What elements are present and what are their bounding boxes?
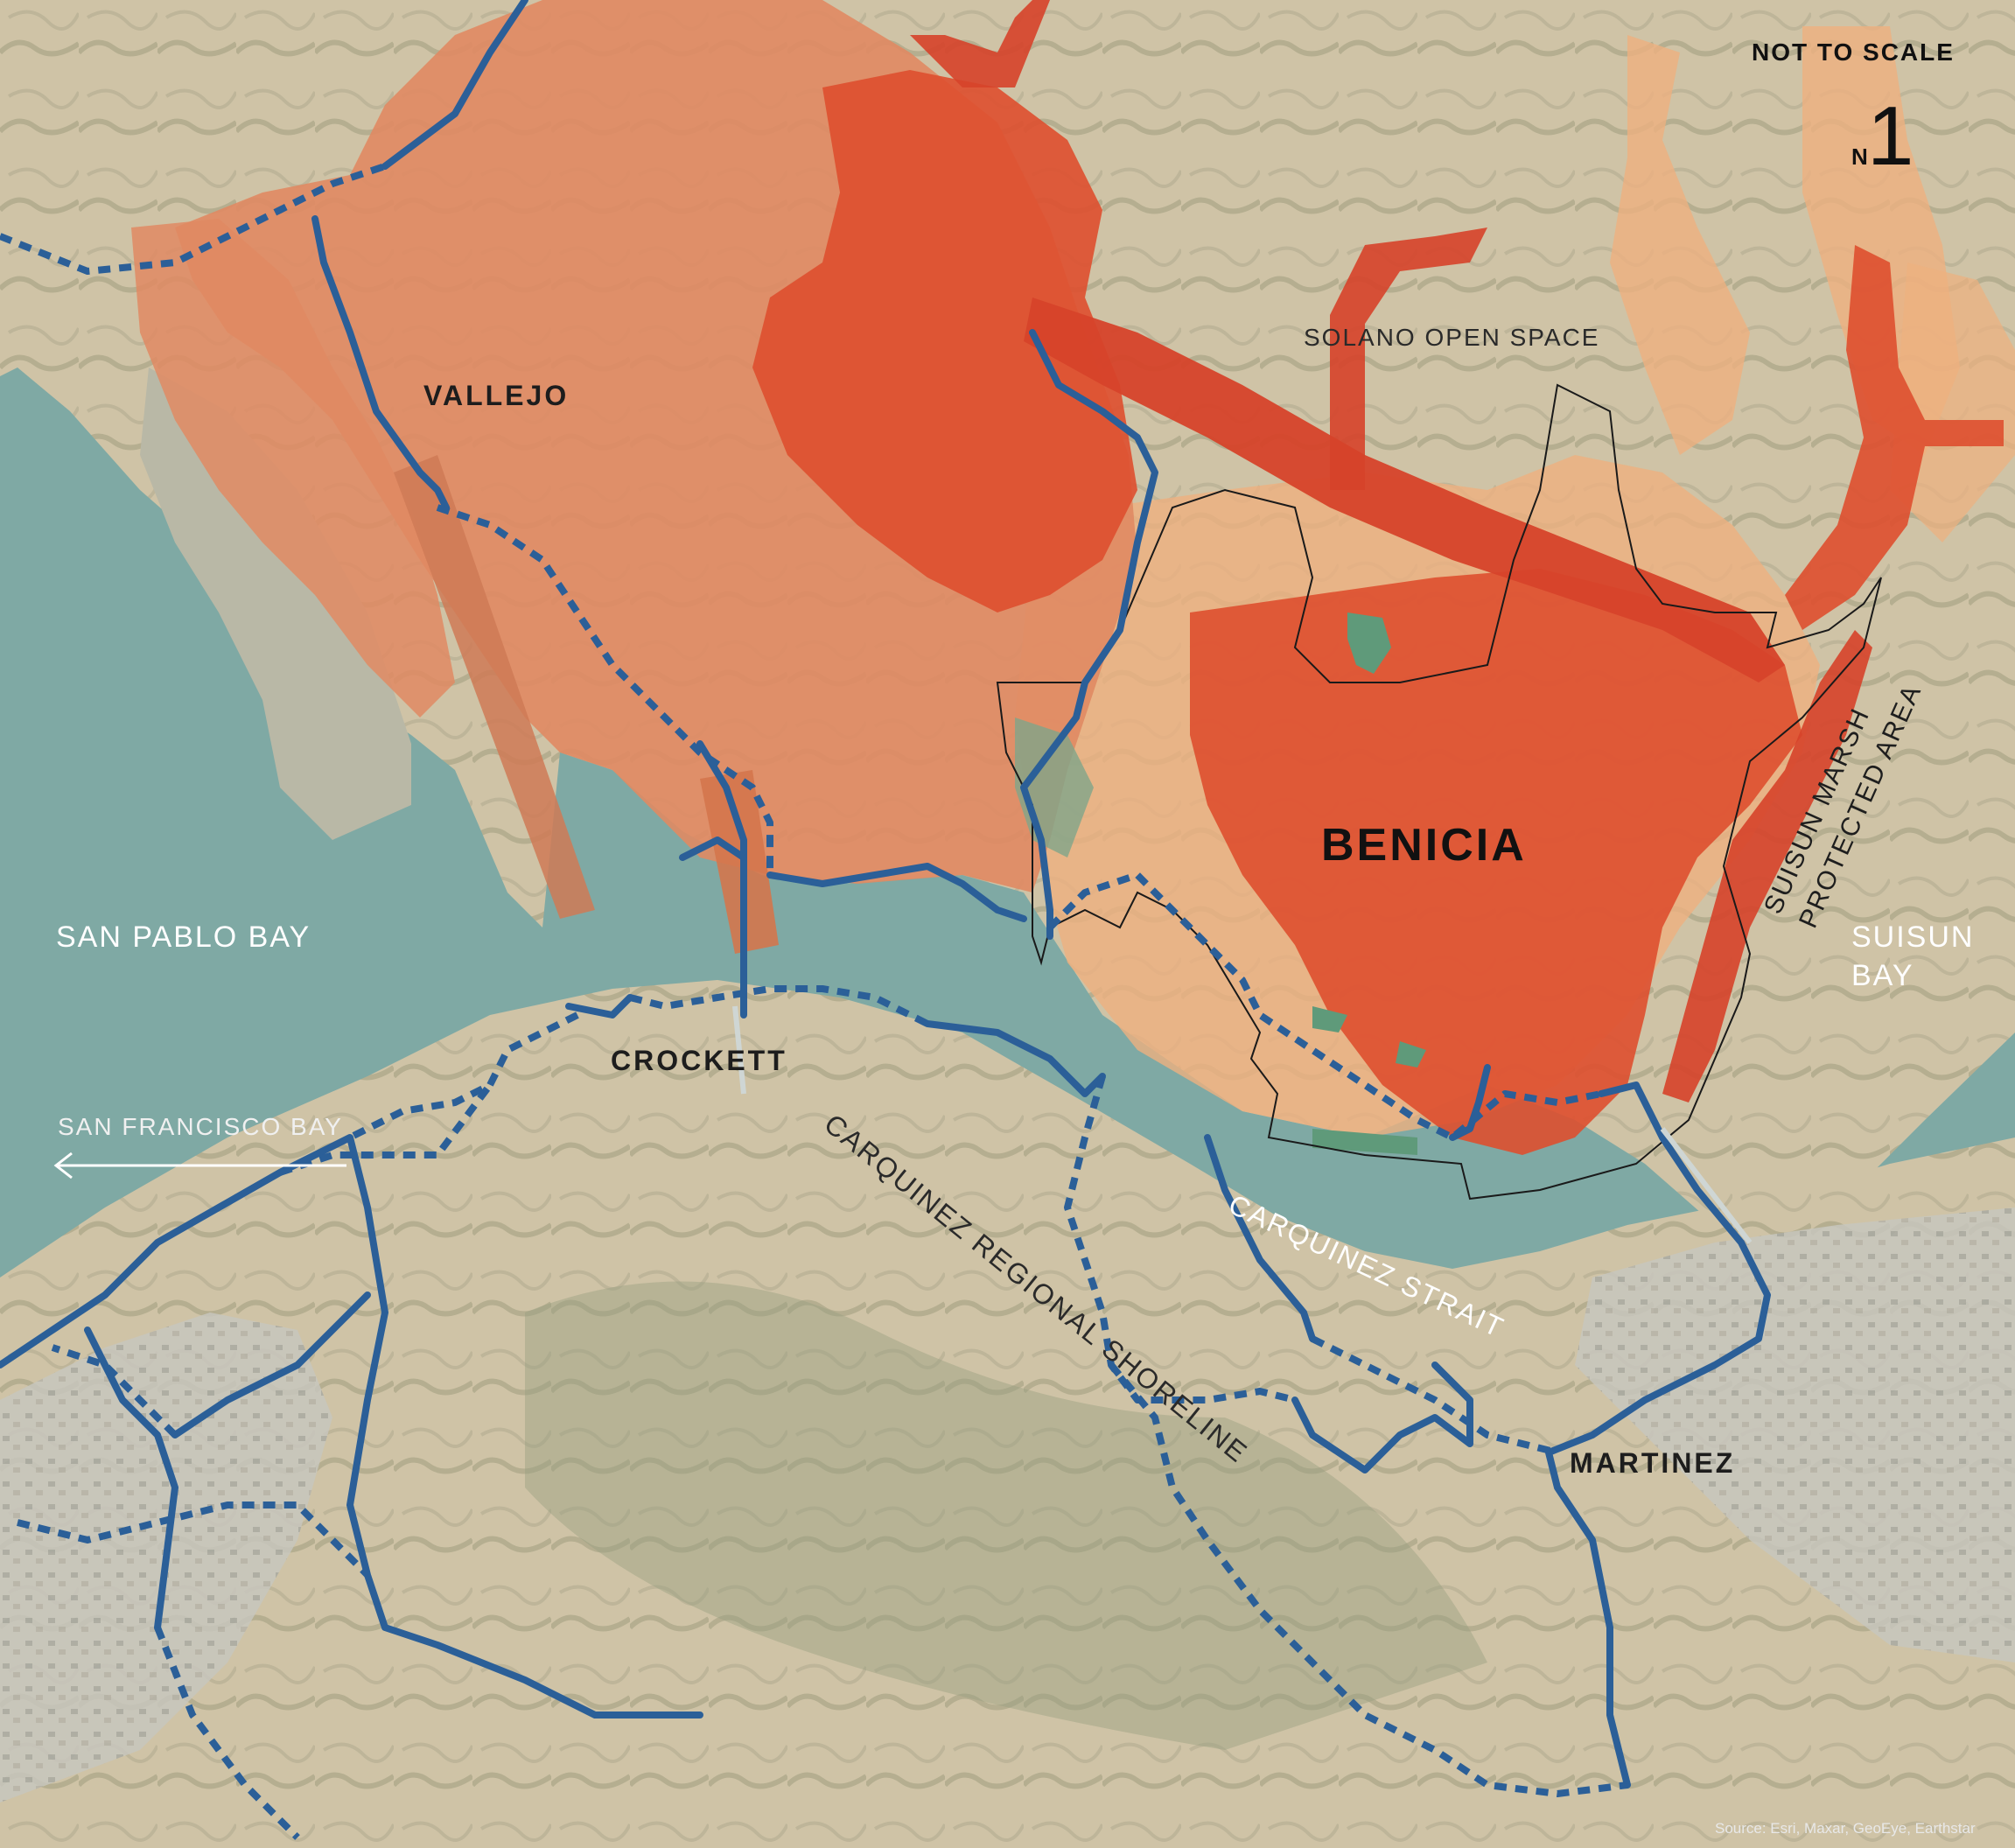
south-land bbox=[0, 980, 2015, 1848]
hazard-high-ne bbox=[1785, 245, 2004, 630]
hazard-high-corridor bbox=[1024, 298, 1785, 682]
park-5 bbox=[1312, 1129, 1417, 1155]
trails-dashed bbox=[0, 163, 1628, 1840]
park-4 bbox=[1396, 1041, 1426, 1068]
urban-mare-island bbox=[131, 219, 455, 718]
label-san-francisco-bay: SAN FRANCISCO BAY bbox=[58, 1113, 343, 1140]
label-solano-open-space: SOLANO OPEN SPACE bbox=[1304, 324, 1600, 351]
scale-note: NOT TO SCALE bbox=[1752, 38, 1955, 66]
hazard-strip-bridge bbox=[700, 770, 779, 954]
sf-bay-arrow bbox=[53, 1152, 346, 1180]
park-3 bbox=[1312, 1006, 1347, 1032]
mare-island bbox=[140, 368, 411, 840]
bridge-benicia-martinez bbox=[1660, 1127, 1753, 1244]
hazard-high-east-corridor bbox=[1662, 630, 1872, 1102]
map-source-credit: Source: Esri, Maxar, GeoEye, Earthstar bbox=[1715, 1820, 1976, 1837]
label-crockett: CROCKETT bbox=[611, 1045, 787, 1076]
north-arrow-icon: 1 bbox=[1867, 89, 1914, 183]
north-arrow-letter: N bbox=[1851, 144, 1868, 170]
bridge-carquinez bbox=[732, 1005, 746, 1095]
hazard-high-loop bbox=[1330, 228, 1487, 490]
label-suisun-bay-1: SUISUN bbox=[1851, 920, 1975, 954]
label-vallejo: VALLEJO bbox=[423, 380, 570, 411]
label-martinez: MARTINEZ bbox=[1570, 1447, 1736, 1479]
hazard-moderate-east-ridge bbox=[1890, 262, 2015, 542]
label-benicia: BENICIA bbox=[1321, 820, 1527, 871]
hazard-strip-west bbox=[394, 455, 595, 919]
hazard-moderate-ne bbox=[1610, 35, 1750, 455]
label-san-pablo-bay: SAN PABLO BAY bbox=[56, 920, 311, 954]
hazard-high-vallejo bbox=[752, 70, 1137, 612]
park-1 bbox=[1347, 612, 1391, 674]
label-suisun-bay-2: BAY bbox=[1851, 959, 1914, 992]
hazard-high-top bbox=[910, 0, 1050, 88]
hazard-high-benicia bbox=[1190, 569, 1802, 1155]
martinez-town bbox=[1575, 1208, 2015, 1662]
benicia-boundary bbox=[996, 383, 1882, 1200]
south-green-hills bbox=[525, 1281, 1487, 1750]
